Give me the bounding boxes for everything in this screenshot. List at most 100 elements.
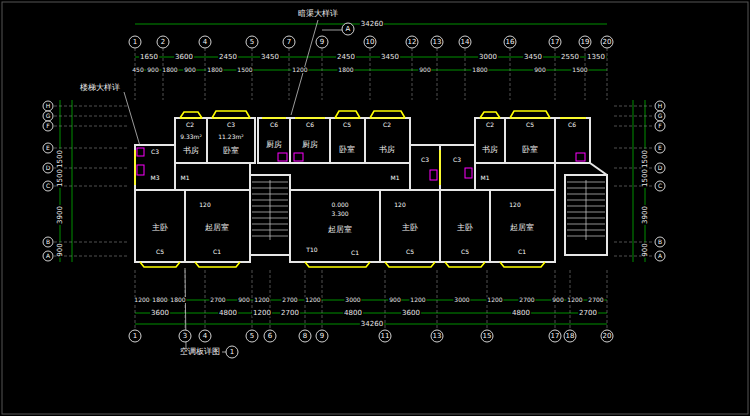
room-name: 起居室: [510, 224, 534, 232]
axis-bubble: 13: [433, 39, 442, 46]
dimension-text: 1800: [206, 67, 223, 73]
room-name: 卧室: [223, 147, 239, 155]
dimension-text: 1500: [642, 168, 649, 188]
window-door-code: C1: [518, 249, 526, 255]
window-door-code: C6: [270, 122, 278, 128]
axis-bubble: C: [46, 183, 50, 189]
dimension-text: 2550: [560, 54, 580, 61]
axis-bubble: 15: [483, 333, 492, 340]
bubble-circle: [316, 330, 328, 342]
dimension-text: 34260: [360, 21, 384, 28]
dimension-text: 900: [418, 67, 431, 73]
window-door-code: M1: [481, 175, 490, 181]
dimension-text: 2700: [587, 297, 604, 303]
dimension-text: 3000: [453, 297, 470, 303]
dimension-text: 900: [533, 67, 546, 73]
dimension-text: 2700: [280, 310, 300, 317]
window-door-code: C2: [486, 122, 494, 128]
axis-bubble: 1: [133, 333, 137, 340]
bubble-circle: [379, 330, 391, 342]
bubble-circle: [129, 330, 141, 342]
bubble-circle: [226, 346, 238, 358]
dimension-text: 1650: [139, 54, 159, 61]
bubble-circle: [43, 181, 53, 191]
axis-bubble: 20: [603, 333, 612, 340]
room-name: 0.000: [331, 202, 348, 208]
dimension-text: 1200: [133, 297, 150, 303]
bubble-circle: [43, 121, 53, 131]
axis-bubble: 5: [250, 39, 254, 46]
room-name: 起居室: [328, 226, 352, 234]
dimension-text: 1200: [291, 67, 308, 73]
room-name: 书房: [379, 146, 395, 154]
dimension-text: 3000: [344, 297, 361, 303]
window-door-code: C6: [306, 122, 314, 128]
axis-bubble: 9: [320, 39, 324, 46]
bubble-circle: [549, 330, 561, 342]
room-name: 11.23m²: [218, 134, 243, 140]
dimension-text: 1200: [566, 297, 583, 303]
dimension-text: 1350: [586, 54, 606, 61]
axis-bubble: E: [46, 145, 50, 151]
bubble-circle: [655, 121, 665, 131]
dimension-text: 3450: [523, 54, 543, 61]
axis-bubble: 3: [183, 333, 187, 340]
annotation-note: 暗渠大样详: [297, 10, 339, 18]
room-name: 厨房: [302, 141, 318, 149]
axis-bubble: 16: [506, 39, 515, 46]
dimension-text: 3450: [260, 54, 280, 61]
bubble-circle: [283, 36, 295, 48]
room-name: 卧室: [522, 146, 538, 154]
axis-bubble: 8: [303, 333, 307, 340]
bubble-circle: [43, 237, 53, 247]
bubble-circle: [579, 36, 591, 48]
axis-bubble: 1: [230, 349, 234, 356]
bubble-circle: [655, 111, 665, 121]
bubble-circle: [246, 330, 258, 342]
bubble-circle: [655, 181, 665, 191]
window-door-code: M1: [181, 175, 190, 181]
axis-bubble: 9: [320, 333, 324, 340]
room-name: 起居室: [205, 224, 229, 232]
window-door-code: T10: [306, 247, 317, 253]
bubble-circle: [601, 330, 613, 342]
dimension-text: 450: [131, 67, 144, 73]
axis-bubble: B: [46, 239, 50, 245]
dimension-text: 3600: [174, 54, 194, 61]
dimension-text: 900: [237, 297, 250, 303]
dimension-text: 900: [388, 297, 401, 303]
axis-bubble: 14: [461, 39, 470, 46]
bubble-circle: [459, 36, 471, 48]
annotation-note: 空调板详图: [179, 348, 221, 356]
room-name: 主卧: [402, 224, 418, 232]
room-name: 书房: [183, 147, 199, 155]
axis-bubble: 10: [366, 39, 375, 46]
bubble-circle: [199, 36, 211, 48]
bubble-circle: [199, 330, 211, 342]
dimension-text: 4800: [511, 310, 531, 317]
bubble-circle: [179, 330, 191, 342]
dimension-text: 3600: [401, 310, 421, 317]
bubble-circle: [43, 143, 53, 153]
axis-bubble: 1: [133, 39, 137, 46]
bubble-circle: [655, 251, 665, 261]
axis-bubble: H: [658, 103, 663, 109]
window-door-code: 120: [509, 202, 520, 208]
dimension-text: 1500: [642, 149, 649, 169]
bubble-circle: [406, 36, 418, 48]
bubble-circle: [43, 163, 53, 173]
dimension-text: 3900: [642, 205, 649, 225]
axis-bubble: A: [46, 253, 50, 259]
bubble-circle: [655, 143, 665, 153]
axis-bubble: 17: [551, 333, 560, 340]
dimension-text: 2450: [218, 54, 238, 61]
dimension-text: 900: [57, 242, 64, 257]
bubble-circle: [431, 36, 443, 48]
dimension-text: 34260: [360, 321, 384, 328]
axis-bubble: 2: [161, 39, 165, 46]
room-name: 厨房: [266, 141, 282, 149]
window-door-code: M3: [151, 175, 160, 181]
dimension-text: 1800: [161, 67, 178, 73]
dimension-text: 1800: [471, 67, 488, 73]
